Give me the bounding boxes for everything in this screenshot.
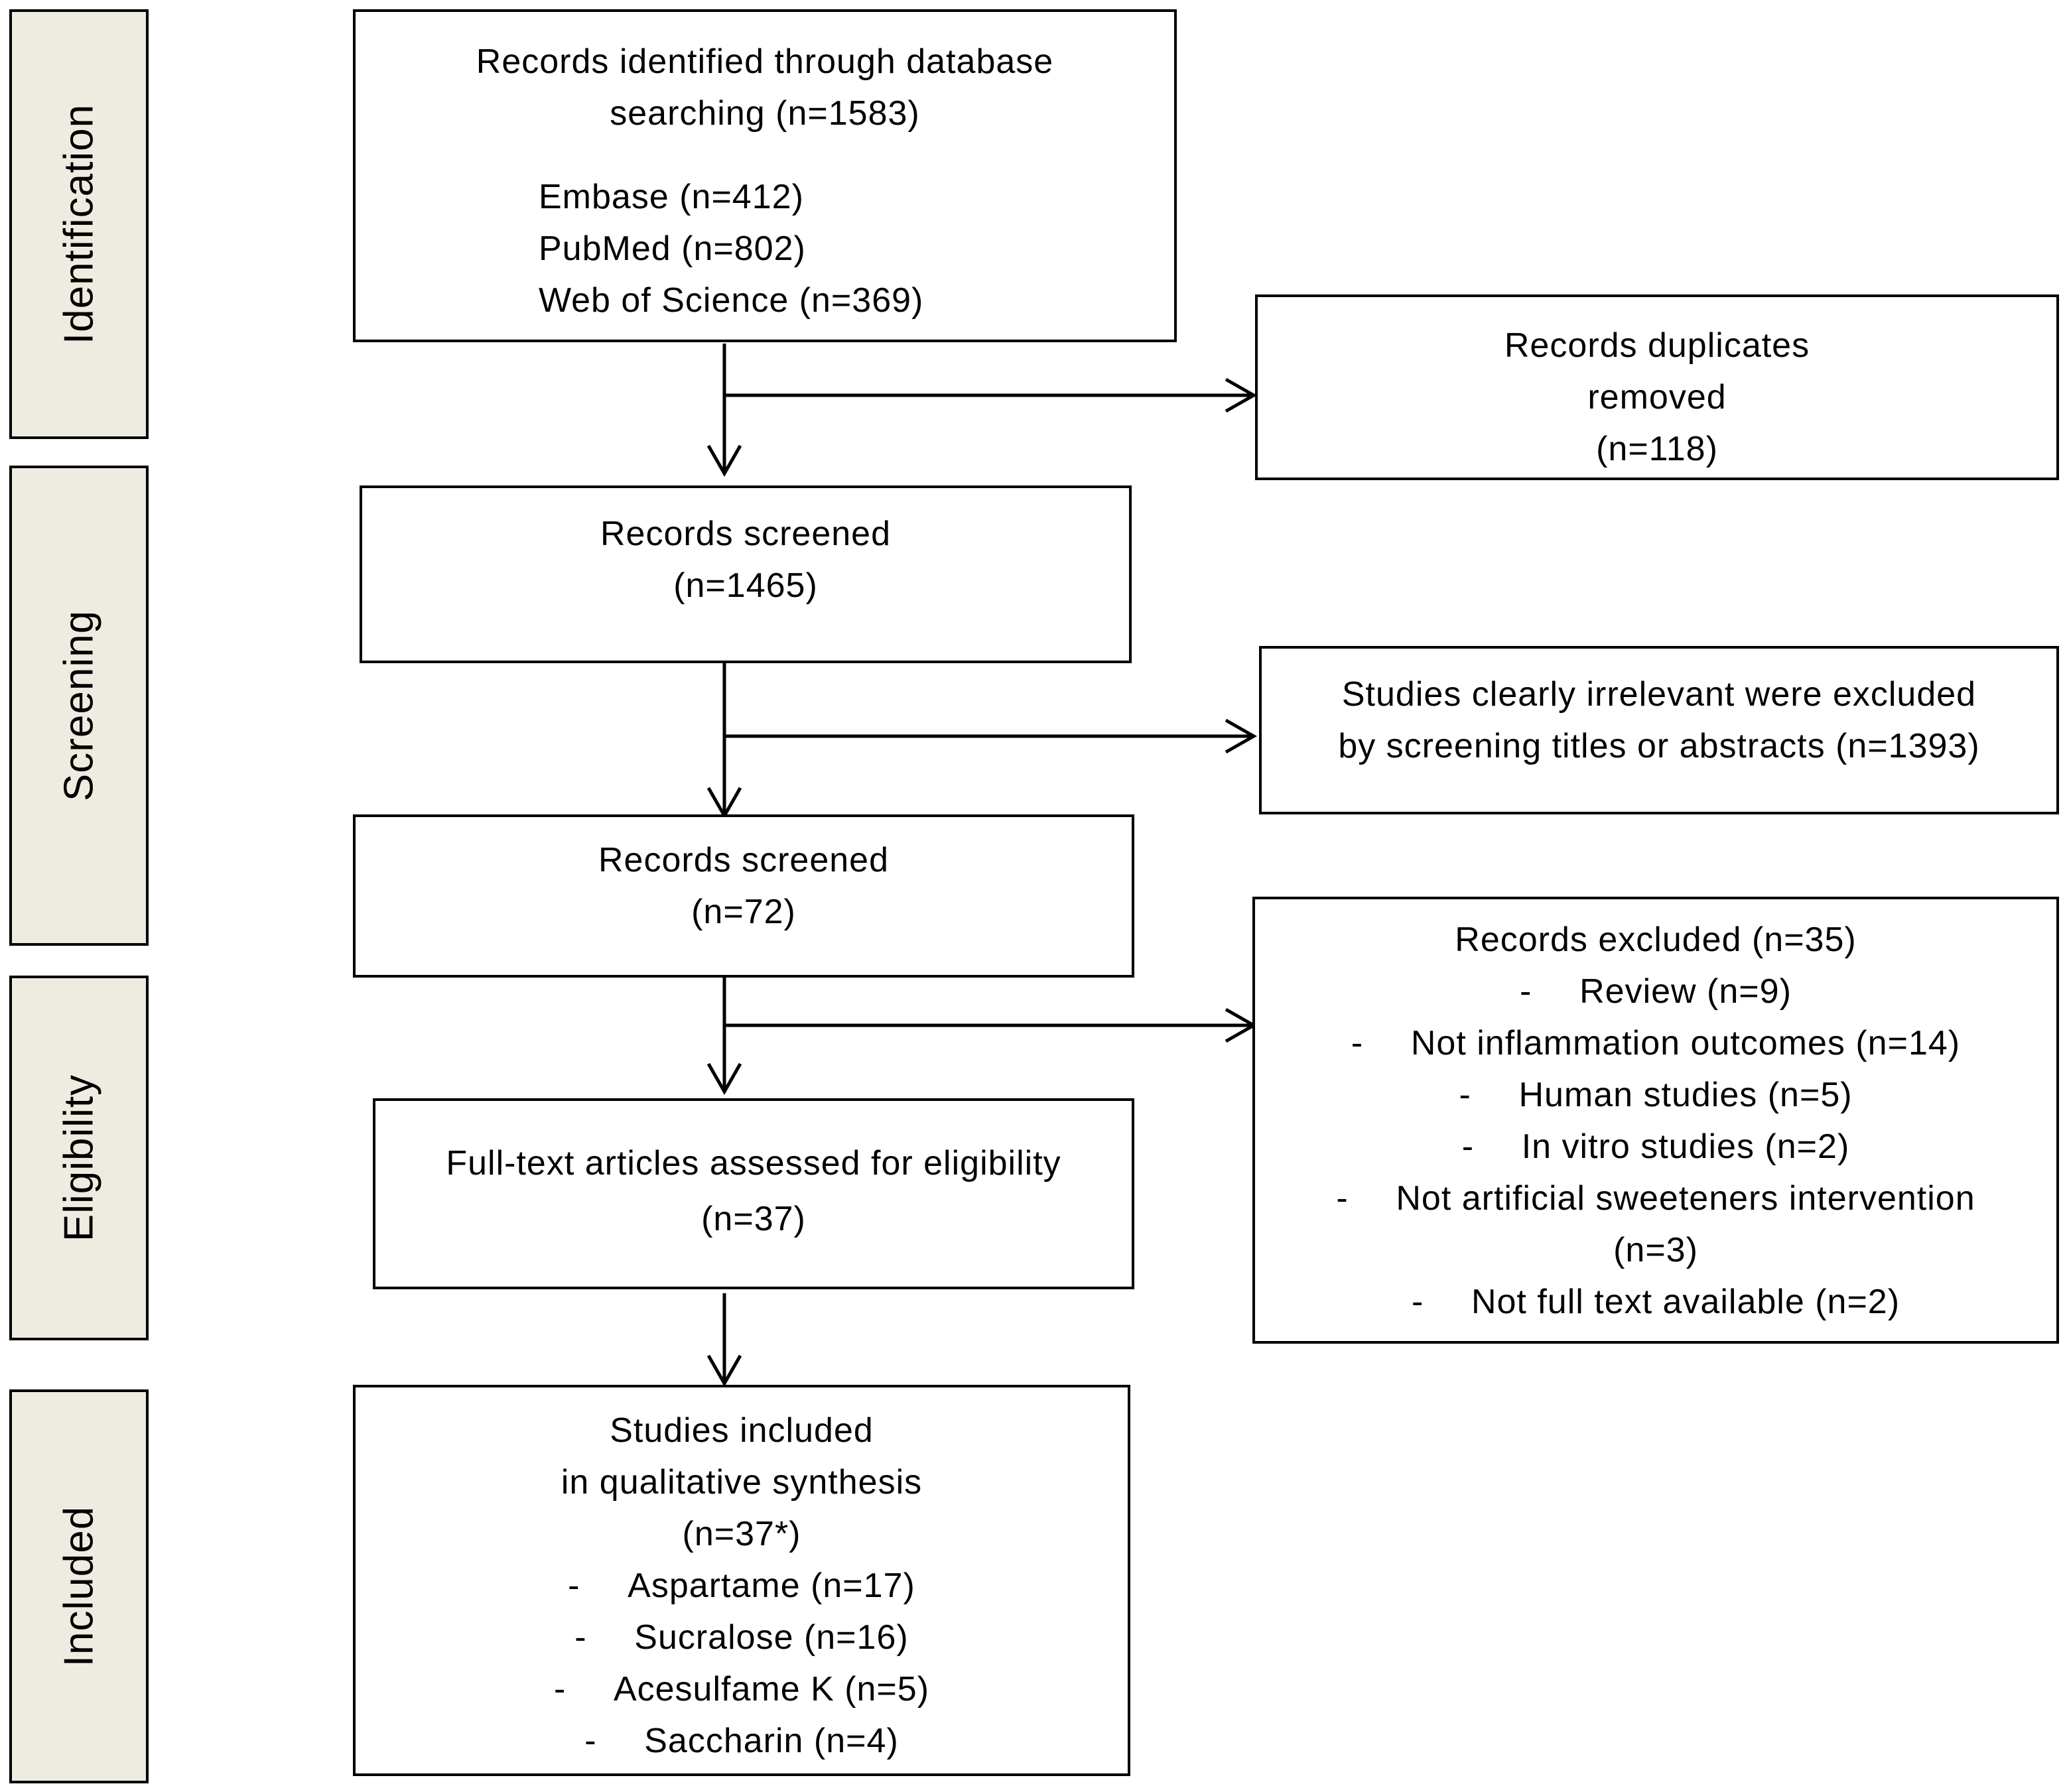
irrelevant-line2: by screening titles or abstracts (n=1393…: [1338, 727, 1980, 765]
included-box: Studies included in qualitative synthesi…: [353, 1385, 1130, 1776]
included-item: -Saccharin (n=4): [584, 1722, 899, 1760]
screened-second-box: Records screened (n=72): [353, 814, 1134, 978]
included-line2: in qualitative synthesis: [561, 1463, 923, 1502]
duplicates-line3: (n=118): [1596, 430, 1718, 468]
identified-line2: searching (n=1583): [610, 94, 920, 133]
screened-box: Records screened (n=1465): [360, 485, 1132, 663]
excluded-title: Records excluded (n=35): [1455, 921, 1857, 959]
screened-line1: Records screened: [600, 515, 891, 553]
included-item: -Aspartame (n=17): [568, 1567, 915, 1605]
stage-eligibility: Eligibility: [9, 976, 149, 1340]
fulltext-line2: (n=37): [701, 1200, 806, 1238]
source-pubmed: PubMed (n=802): [539, 229, 806, 268]
screened-line2: (n=1465): [673, 566, 818, 605]
stage-screening: Screening: [9, 466, 149, 946]
screened-second-line1: Records screened: [598, 841, 889, 879]
stage-identification: Identification: [9, 9, 149, 439]
source-embase: Embase (n=412): [539, 178, 804, 216]
excluded-item-continuation: (n=3): [1613, 1231, 1698, 1269]
duplicates-line1: Records duplicates: [1504, 326, 1810, 365]
duplicates-line2: removed: [1587, 378, 1727, 416]
duplicates-box: Records duplicates removed (n=118): [1255, 294, 2059, 480]
excluded-item: -Review (n=9): [1520, 972, 1792, 1011]
included-item: -Acesulfame K (n=5): [553, 1670, 930, 1708]
excluded-item: -In vitro studies (n=2): [1461, 1127, 1850, 1166]
excluded-box: Records excluded (n=35) -Review (n=9) -N…: [1252, 897, 2059, 1344]
stage-included: Included: [9, 1389, 149, 1783]
excluded-item: -Human studies (n=5): [1459, 1076, 1853, 1114]
irrelevant-box: Studies clearly irrelevant were excluded…: [1259, 646, 2059, 814]
excluded-item: -Not artificial sweeteners intervention: [1336, 1179, 1975, 1218]
fulltext-line1: Full-text articles assessed for eligibil…: [446, 1144, 1061, 1183]
included-line3: (n=37*): [682, 1515, 801, 1553]
fulltext-box: Full-text articles assessed for eligibil…: [373, 1098, 1134, 1289]
included-item: -Sucralose (n=16): [574, 1618, 909, 1657]
excluded-item: -Not inflammation outcomes (n=14): [1351, 1024, 1961, 1062]
included-line1: Studies included: [610, 1411, 874, 1450]
irrelevant-line1: Studies clearly irrelevant were excluded: [1341, 675, 1977, 714]
identified-line1: Records identified through database: [476, 42, 1054, 81]
excluded-item: -Not full text available (n=2): [1411, 1283, 1900, 1321]
identified-box: Records identified through database sear…: [353, 9, 1177, 342]
source-web-of-science: Web of Science (n=369): [539, 281, 924, 320]
screened-second-line2: (n=72): [691, 893, 796, 931]
